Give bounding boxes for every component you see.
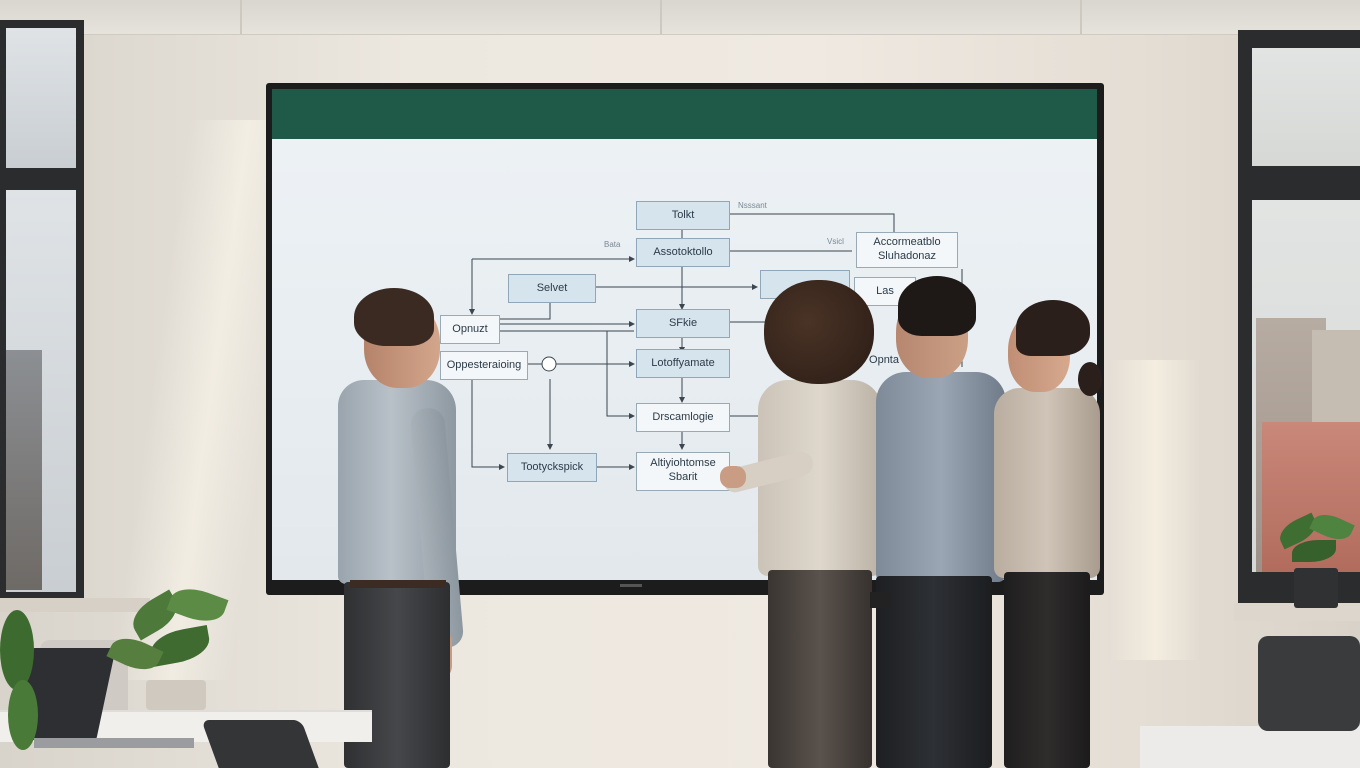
flowchart-connectors xyxy=(469,213,963,470)
flow-node: Oppesteraioing xyxy=(440,351,528,380)
trousers xyxy=(876,576,992,768)
office-chair xyxy=(201,720,319,768)
display-logo xyxy=(620,584,642,587)
flow-node-label: Sbarit xyxy=(668,471,698,483)
hair xyxy=(354,288,434,346)
flow-node: SFkie xyxy=(636,309,730,338)
leaf xyxy=(166,581,229,629)
flow-node-label: Altiyiohtomse xyxy=(650,457,716,469)
blouse xyxy=(994,388,1100,578)
flow-node: Altiyiohtomse Sbarit xyxy=(636,452,730,491)
trousers xyxy=(768,570,872,768)
office-chair xyxy=(1258,636,1360,731)
plant-pot xyxy=(146,680,206,710)
flow-node-label: Opnta xyxy=(869,354,899,366)
leaf xyxy=(0,610,34,690)
foreground-plant xyxy=(0,600,50,768)
ceiling-seam xyxy=(240,0,242,34)
flow-node: Drscamlogie xyxy=(636,403,730,432)
person-woman-right xyxy=(986,300,1112,768)
desk xyxy=(1140,726,1360,768)
flow-node: Selvet xyxy=(508,274,596,303)
hand xyxy=(720,466,746,488)
window-pane xyxy=(6,28,76,168)
flow-node: Tolkt xyxy=(636,201,730,230)
person-man-right xyxy=(870,276,1010,768)
leaf xyxy=(8,680,38,750)
flow-node-label: SFkie xyxy=(668,317,698,329)
flow-node: Opnuzt xyxy=(440,315,500,344)
window-sill xyxy=(0,598,150,612)
wristwatch xyxy=(870,592,892,608)
flow-node-label: Selvet xyxy=(536,282,568,294)
window-plant xyxy=(1268,508,1360,610)
flow-node-label: Las xyxy=(876,285,894,297)
hair xyxy=(898,276,976,336)
belt xyxy=(350,580,446,588)
annotation: Bata xyxy=(604,240,621,249)
person-man-left xyxy=(330,288,470,768)
person-woman-curly xyxy=(720,280,890,768)
trousers xyxy=(1004,572,1090,768)
annotation: Vsicl xyxy=(827,237,844,246)
flow-node-label: Drscamlogie xyxy=(652,411,714,423)
leaf xyxy=(1292,540,1336,562)
flow-node-label: Tolkt xyxy=(671,209,695,221)
flow-node: Tootyckspick xyxy=(507,453,597,482)
flow-node: Opnta xyxy=(864,347,904,374)
window-pane xyxy=(1252,48,1360,166)
junction-node xyxy=(541,356,557,372)
flow-node-label: Tootyckspick xyxy=(520,461,584,473)
leaf xyxy=(106,630,164,678)
hair xyxy=(1016,300,1090,356)
flow-node-label: Oppesteraioing xyxy=(446,359,522,371)
city-buildings xyxy=(6,350,42,590)
flow-node-label: Assotoktollo xyxy=(653,246,713,258)
plant-pot xyxy=(1294,568,1338,608)
shirt xyxy=(876,372,1006,582)
flow-node-label: Accormeatblo xyxy=(873,236,941,248)
ponytail xyxy=(1078,362,1102,396)
flow-node: Lotoffyamate xyxy=(636,349,730,378)
flow-node-label: Sluhadonaz xyxy=(877,250,937,262)
laptop-base xyxy=(34,738,194,748)
ceiling xyxy=(0,0,1360,35)
flow-node: Accormeatblo Sluhadonaz xyxy=(856,232,958,268)
flow-node-label: Lotoffyamate xyxy=(651,357,715,369)
flow-node: Assotoktollo xyxy=(636,238,730,267)
ceiling-seam xyxy=(660,0,662,34)
annotation: Nsssant xyxy=(738,201,767,210)
curly-hair xyxy=(764,280,874,384)
potted-plant xyxy=(106,580,240,710)
ceiling-seam xyxy=(1080,0,1082,34)
sunlight-beam xyxy=(1110,360,1200,660)
screen-header-bar xyxy=(272,89,1097,139)
flow-node-label: Opnuzt xyxy=(452,323,488,335)
